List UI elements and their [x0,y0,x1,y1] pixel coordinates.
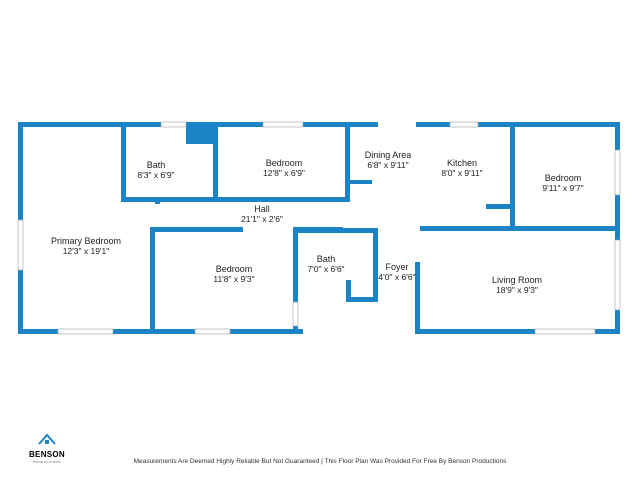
wall-segment [293,228,378,233]
openings [17,121,621,335]
window [614,149,621,196]
window [614,239,621,311]
window [534,328,596,335]
wall-segment [150,227,155,331]
wall-segment [213,197,348,202]
wall-segment [345,122,350,202]
window [57,328,114,335]
room-name: Bedroom [545,173,582,183]
room-name: Hall [254,204,270,214]
wall-segment [352,122,400,127]
room-dimensions: 11'8" x 9'3" [213,274,254,284]
window [262,121,304,128]
room-name: Bath [147,160,166,170]
window [292,301,299,327]
logo-tagline: PRODUCTIONS [33,460,61,464]
wall-segment [510,122,515,230]
walls [18,122,620,334]
room-dimensions: 8'3" x 6'9" [137,170,174,180]
room-name: Primary Bedroom [51,236,121,246]
wall-segment [415,329,620,334]
wall-segment [350,180,372,184]
wall-segment [420,226,510,231]
wall-segment [155,199,160,204]
wall-segment [121,122,161,127]
wall-segment [346,297,378,302]
wall-segment [213,122,218,202]
wall-segment [486,204,514,209]
wall-segment [415,262,420,334]
wall-segment [121,197,219,202]
room-name: Kitchen [447,158,477,168]
wall-segment [18,329,303,334]
wall-segment [373,228,378,301]
room-name: Foyer [385,262,408,272]
room-name: Dining Area [365,150,412,160]
room-name: Bedroom [216,264,253,274]
room-dimensions: 18'9" x 9'3" [496,285,538,295]
footer-disclaimer: Measurements Are Deemed Highly Reliable … [133,458,507,465]
door-opening [398,262,415,266]
room-name: Living Room [492,275,542,285]
room-name: Bath [317,254,336,264]
room-dimensions: 9'11" x 9'7" [542,183,583,193]
window [449,121,479,128]
house-icon [38,433,56,445]
window [17,219,24,271]
window [160,121,187,128]
wall-segment [293,227,298,331]
wall-segment [416,122,461,127]
door-opening [378,122,408,127]
room-dimensions: 12'8" x 6'9" [263,168,305,178]
room-dimensions: 7'0" x 6'6" [307,264,344,274]
wall-segment [346,280,351,301]
wall-segment [510,226,620,231]
window [194,328,231,335]
benson-logo: BENSON PRODUCTIONS [24,432,70,464]
room-dimensions: 4'0" x 6'6" [378,272,415,282]
room-dimensions: 21'1" x 2'6" [241,214,283,224]
wall-segment [121,122,126,202]
logo-name: BENSON [28,450,66,459]
door-opening [303,329,415,334]
wall-segment [150,227,243,232]
wall-segment [18,122,121,127]
room-dimensions: 12'3" x 19'1" [63,246,110,256]
wall-segment [186,122,218,144]
wall-segment [478,122,620,127]
room-dimensions: 8'0" x 9'11" [441,168,482,178]
room-dimensions: 6'8" x 9'11" [367,160,408,170]
room-name: Bedroom [266,158,303,168]
